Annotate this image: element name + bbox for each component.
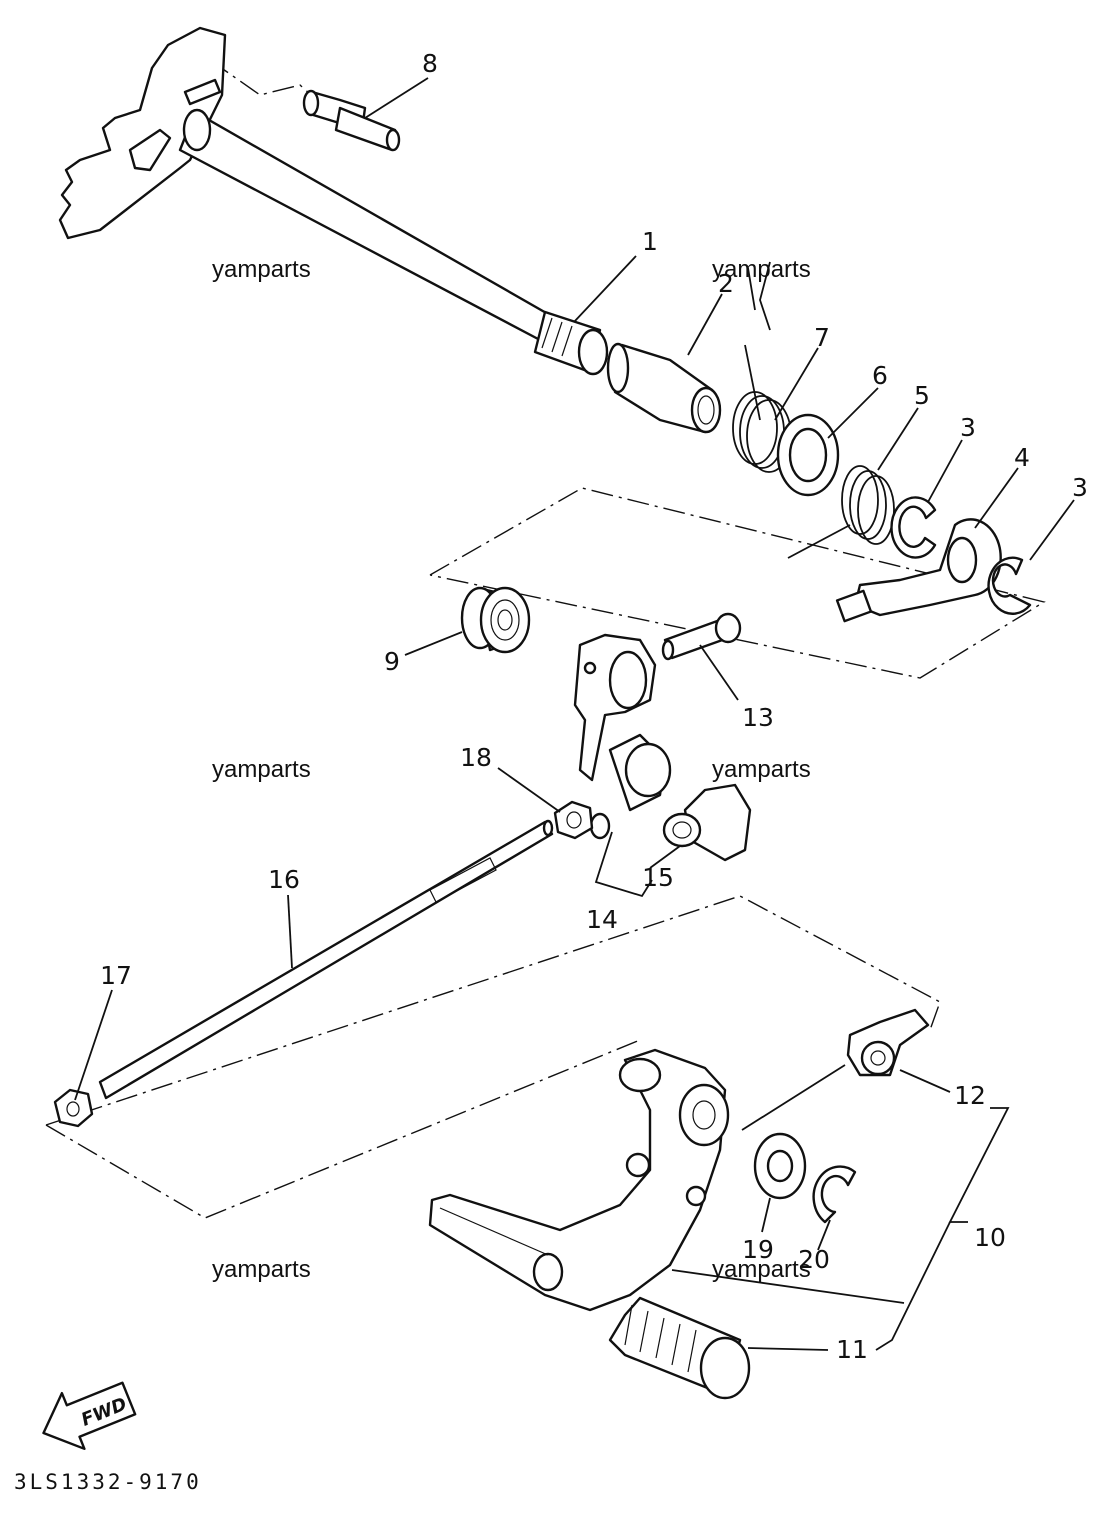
assembly-outline-pedal: [45, 895, 941, 1126]
assembly-outline-pedal-lower: [45, 1039, 641, 1219]
leader-lines: [74, 77, 1075, 1351]
shift-arm: [835, 518, 1002, 623]
watermark-yamparts: yamparts: [712, 756, 811, 783]
circlip-3-lower: [987, 556, 1032, 615]
circlip-20: [812, 1165, 857, 1224]
callout-3-upper: 3: [960, 413, 976, 442]
pedal-rubber: [608, 1296, 751, 1400]
callout-16: 16: [268, 865, 300, 894]
nut-18: [553, 800, 594, 840]
watermark-yamparts: yamparts: [712, 1256, 811, 1283]
callout-5: 5: [914, 381, 930, 410]
shift-link-lever: [573, 633, 672, 840]
callout-8: 8: [422, 49, 438, 78]
watermark-yamparts: yamparts: [212, 1256, 311, 1283]
rubber-boot: [662, 783, 752, 862]
shift-pedal: [428, 1048, 730, 1312]
nut-17: [53, 1088, 94, 1128]
callout-19: 19: [742, 1235, 774, 1264]
watermark-yamparts: yamparts: [212, 756, 311, 783]
stud-bolt: [302, 89, 401, 152]
rod-joint: [846, 1008, 930, 1077]
coil-spring: [787, 465, 895, 559]
collar: [606, 342, 722, 434]
washer-19: [753, 1132, 807, 1200]
callout-11: 11: [836, 1335, 868, 1364]
shift-shaft: [58, 26, 609, 376]
callout-1: 1: [642, 227, 658, 256]
callout-17: 17: [100, 961, 132, 990]
callout-6: 6: [872, 361, 888, 390]
callout-9: 9: [384, 647, 400, 676]
bearing: [460, 586, 531, 654]
circlip-3-upper: [890, 496, 937, 559]
callout-2: 2: [718, 269, 734, 298]
callout-labels: 1 2 3 3 4 5 6 7 8 9 10 11 12 13 14 15 16…: [100, 49, 1088, 1364]
watermark-yamparts: yamparts: [712, 256, 811, 283]
clamp-bolt: [661, 612, 742, 661]
assembly-outline-lever: [429, 487, 1046, 679]
callout-13: 13: [742, 703, 774, 732]
callout-15: 15: [642, 863, 674, 892]
watermark-yamparts: yamparts: [212, 256, 311, 283]
shift-rod: [98, 819, 554, 1100]
callout-20: 20: [798, 1245, 830, 1274]
callout-10: 10: [974, 1223, 1006, 1252]
fwd-arrow: FWD: [42, 1381, 137, 1451]
callout-14: 14: [586, 905, 618, 934]
diagram-code: 3LS1332-9170: [14, 1470, 202, 1494]
callout-7: 7: [814, 323, 830, 352]
callout-4: 4: [1014, 443, 1030, 472]
callout-12: 12: [954, 1081, 986, 1110]
callout-18: 18: [460, 743, 492, 772]
callout-3-lower: 3: [1072, 473, 1088, 502]
washer-6: [776, 413, 840, 497]
